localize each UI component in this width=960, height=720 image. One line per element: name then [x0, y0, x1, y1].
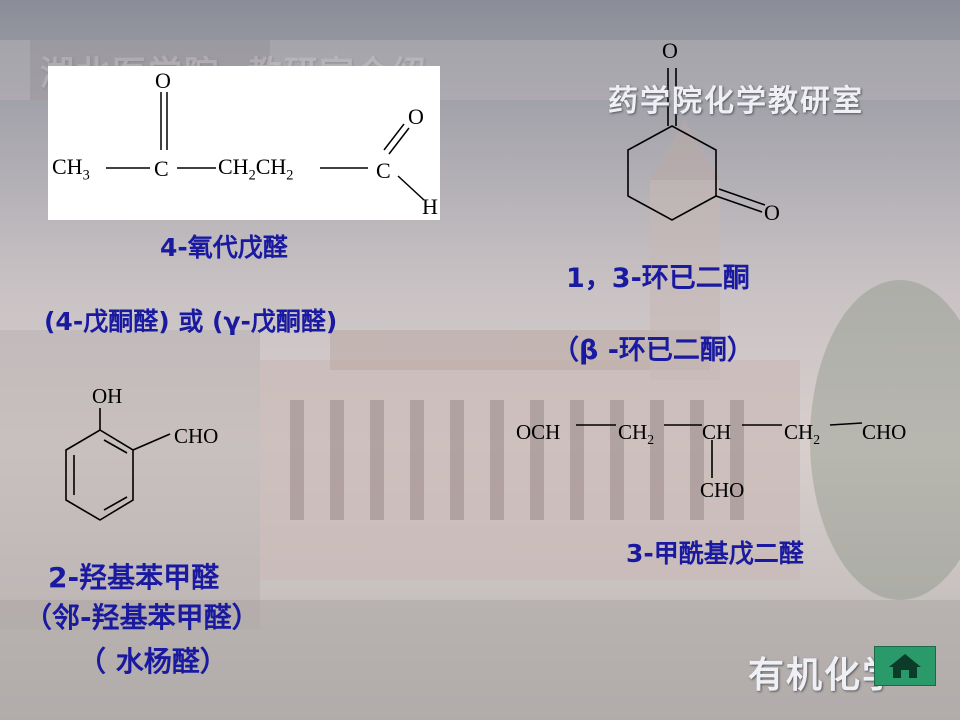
compound-4-ch2-a: CH2	[618, 420, 655, 448]
home-button[interactable]	[874, 646, 936, 686]
compound-4-name: 3-甲酰基戊二醛	[626, 539, 804, 568]
compound-1-structure-box	[48, 66, 440, 220]
compound-3-name: 2-羟基苯甲醛	[48, 561, 220, 594]
compound-1-c-aldehyde: C	[376, 158, 391, 183]
compound-4-ch2-b: CH2	[784, 420, 821, 448]
compound-4-cho-branch: CHO	[700, 478, 745, 502]
compound-1-name: 4-氧代戊醛	[160, 233, 288, 262]
compound-2-alt-name: （β -环已二酮）	[552, 335, 754, 366]
compound-1-alt-name: (4-戊酮醛) 或 (γ-戊酮醛)	[44, 307, 338, 336]
home-icon	[889, 654, 921, 678]
compound-4-cho: CHO	[862, 420, 907, 444]
watermark-course: 有机化学	[748, 654, 901, 696]
compound-1-o-keto: O	[155, 68, 171, 93]
compound-2-o-right: O	[764, 200, 780, 225]
compound-3-cho: CHO	[174, 424, 219, 448]
compound-4-och: OCH	[516, 420, 561, 444]
compound-3-oh: OH	[92, 384, 123, 408]
compound-1-c-keto: C	[154, 156, 169, 181]
compound-1-o-aldehyde: O	[408, 104, 424, 129]
compound-2-o-top: O	[662, 38, 678, 63]
compound-4-ch: CH	[702, 420, 732, 444]
compound-1-ch3: CH3	[52, 154, 90, 184]
compound-1-h: H	[422, 194, 438, 219]
compound-3-alt-name: （邻-羟基苯甲醛）	[24, 601, 260, 634]
compound-2-name: 1，3-环已二酮	[566, 263, 750, 294]
compound-1-chain: CH2CH2	[218, 154, 294, 184]
watermark-department: 药学院化学教研室	[608, 84, 864, 119]
compound-3-alt-name-2: （ 水杨醛）	[78, 645, 228, 678]
